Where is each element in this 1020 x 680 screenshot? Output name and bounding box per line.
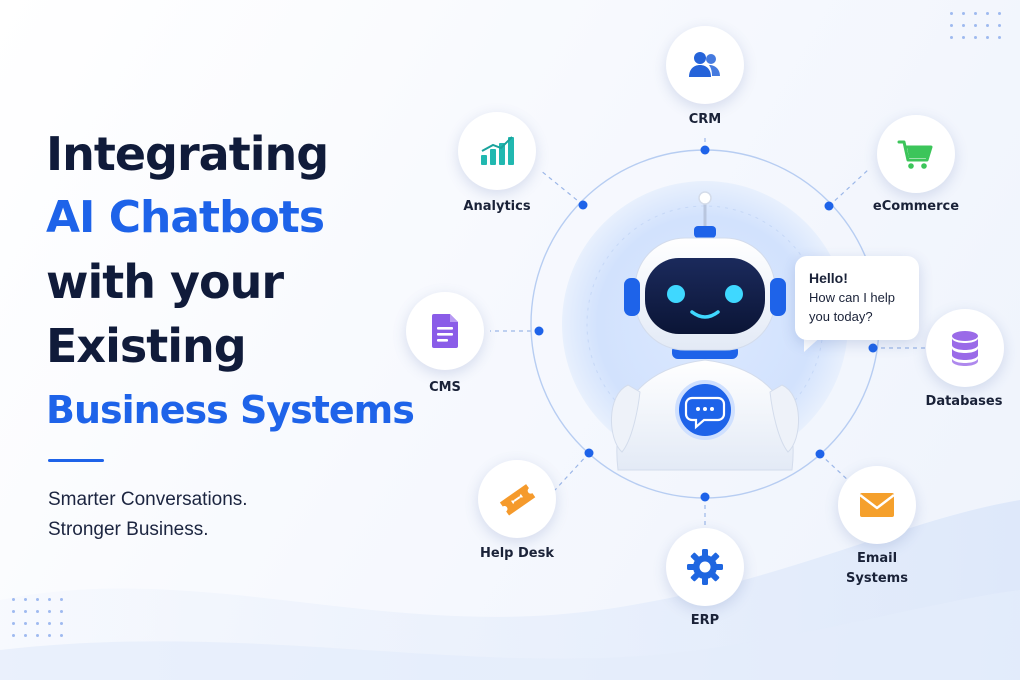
chat-bubble: Hello! How can I help you today? xyxy=(795,256,919,340)
dot-grid-bottom-left xyxy=(12,598,72,646)
email-label-line-1: Email xyxy=(856,551,898,566)
connector-lines xyxy=(490,138,925,528)
erp-node xyxy=(666,528,744,606)
ring-dots xyxy=(534,145,878,502)
erp-label: ERP xyxy=(690,613,720,628)
bar-chart-icon xyxy=(481,136,514,165)
ticket-icon xyxy=(499,484,536,516)
ecommerce-label: eCommerce xyxy=(872,199,960,214)
headline-line-3: with your xyxy=(46,255,284,309)
email-label-line-2: Systems xyxy=(846,571,908,586)
shopping-cart-icon xyxy=(897,140,933,169)
email-node xyxy=(838,466,916,544)
document-icon xyxy=(432,314,458,348)
headline-divider xyxy=(48,459,104,462)
analytics-label: Analytics xyxy=(463,199,531,214)
database-icon xyxy=(952,331,978,366)
envelope-icon xyxy=(859,493,895,517)
databases-node xyxy=(926,309,1004,387)
dot-grid-top-right xyxy=(950,12,1010,48)
tagline-line-2: Stronger Business. xyxy=(48,519,209,540)
users-icon xyxy=(689,52,720,77)
chat-greeting: Hello! xyxy=(809,270,848,286)
headline-line-5: Business Systems xyxy=(46,388,415,432)
crm-node xyxy=(666,26,744,104)
databases-label: Databases xyxy=(925,394,1003,409)
headline-line-2: AI Chatbots xyxy=(46,192,325,243)
helpdesk-node xyxy=(478,460,556,538)
headline: Integrating AI Chatbots with your Existi… xyxy=(46,122,415,442)
crm-label: CRM xyxy=(688,112,722,127)
helpdesk-label: Help Desk xyxy=(480,546,554,561)
chat-bubble-icon xyxy=(675,380,735,440)
tagline-line-1: Smarter Conversations. xyxy=(48,489,248,510)
gear-icon xyxy=(687,549,723,585)
ecommerce-node xyxy=(877,115,955,193)
headline-line-1: Integrating xyxy=(46,127,329,181)
cms-label: CMS xyxy=(429,380,461,395)
tagline: Smarter Conversations. Stronger Business… xyxy=(48,485,248,545)
headline-line-4: Existing xyxy=(46,319,247,373)
analytics-node xyxy=(458,112,536,190)
cms-node xyxy=(406,292,484,370)
chat-message-line-2: you today? xyxy=(809,309,873,324)
email-label: Email Systems xyxy=(817,549,937,589)
chat-message-line-1: How can I help xyxy=(809,290,895,305)
